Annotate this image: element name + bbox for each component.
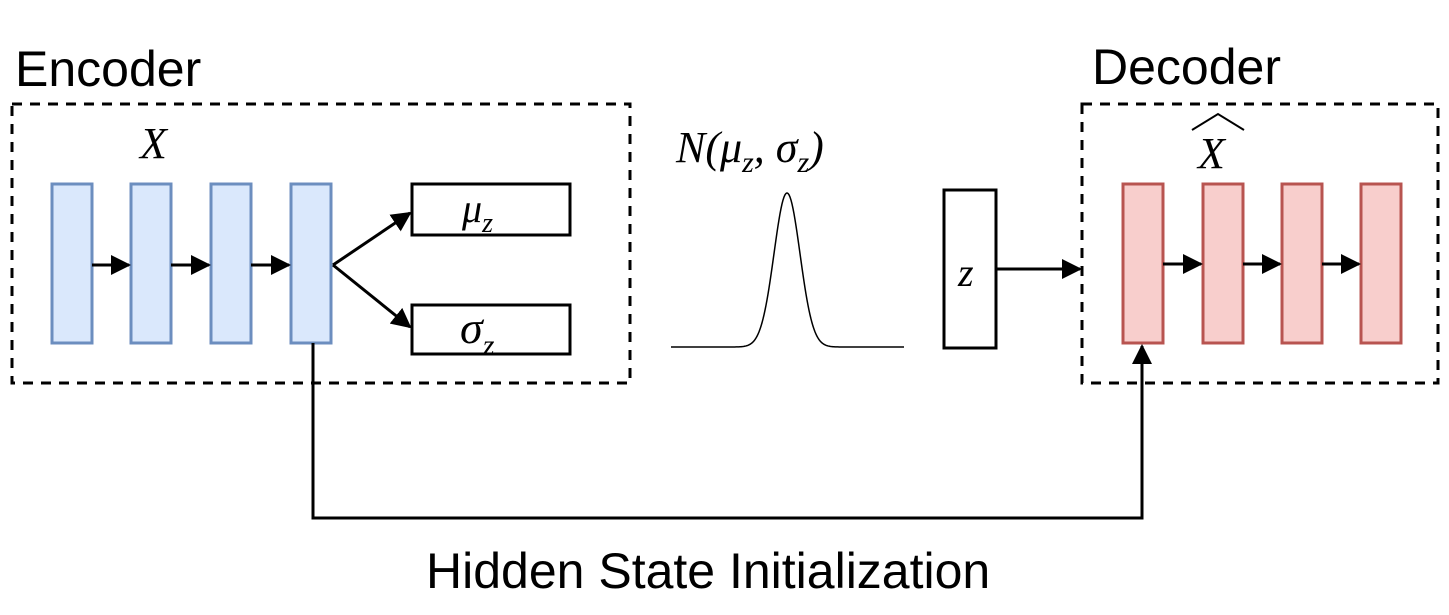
gaussian-curve <box>671 192 904 348</box>
sigma-label: σz <box>460 302 495 362</box>
sigma-branch-arrow <box>332 263 412 329</box>
decoder-output-symbol: X <box>1196 129 1227 178</box>
skip-connection-arrow <box>311 343 1152 520</box>
sigma-box <box>410 303 572 356</box>
encoder-container <box>10 102 632 385</box>
decoder-cell-4 <box>1359 182 1403 345</box>
encoder-cell-3 <box>209 182 253 345</box>
latent-z-box <box>942 188 998 350</box>
skip-connection-label: Hidden State Initialization <box>426 543 990 599</box>
encoder-cell-4 <box>289 182 333 345</box>
decoder-cell-1 <box>1121 182 1165 345</box>
latent-z-label: z <box>957 250 974 295</box>
decoder-cell-3 <box>1280 182 1324 345</box>
mu-branch-arrow <box>332 211 412 267</box>
decoder-title: Decoder <box>1092 39 1281 95</box>
mu-box <box>410 182 572 237</box>
encoder-cell-2 <box>129 182 173 345</box>
decoder-cell-2 <box>1201 182 1245 345</box>
encoder-cell-1 <box>50 182 94 345</box>
distribution-label: N(μz, σz) <box>675 123 824 179</box>
decoder-container <box>1080 102 1440 385</box>
encoder-input-symbol: X <box>138 119 169 168</box>
decoder-output-hat <box>1191 112 1245 131</box>
mu-label: μz <box>461 186 493 239</box>
encoder-title: Encoder <box>15 41 201 97</box>
